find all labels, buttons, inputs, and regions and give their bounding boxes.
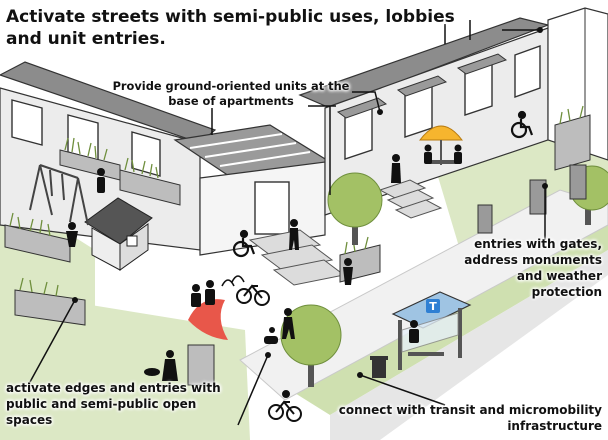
wheelchair-icon: [232, 229, 256, 258]
left-building-roof: [0, 61, 217, 144]
bicycle-icon: [236, 284, 270, 306]
trash-bin-icon: [370, 356, 388, 378]
canopy-slats: [189, 133, 311, 167]
transit-sign-icon: T: [426, 299, 440, 313]
umbrella-icon: [418, 125, 464, 165]
leader-lines: [29, 20, 546, 426]
swing-set: [29, 164, 89, 226]
address-monuments: [477, 164, 587, 234]
side-stairs: [378, 179, 443, 219]
fish-sculpture-icon: [187, 299, 228, 386]
right-building-windows: [344, 45, 541, 160]
right-tower: [547, 7, 608, 161]
bike-rack: [221, 275, 245, 287]
front-lawn: [10, 300, 250, 440]
page-title: Activate streets with semi-public uses, …: [6, 7, 455, 49]
callout-entries-gates: entries with gates, address monuments an…: [464, 237, 602, 299]
tree-right: [327, 172, 383, 245]
street-edge: [330, 250, 608, 440]
right-building-awnings: [336, 53, 508, 119]
people: [66, 144, 462, 381]
callout-ground-oriented-units: Provide ground-oriented units at the bas…: [112, 79, 350, 108]
left-building-windows: [11, 99, 161, 177]
callout-transit-micromobility: connect with transit and micromobility i…: [338, 403, 602, 433]
leader-dots: [72, 27, 548, 378]
lobby-door: [254, 181, 290, 235]
garden-shed: [84, 197, 153, 271]
front-stairs: [248, 229, 346, 286]
wheelchair-icon: [510, 110, 534, 139]
bicycle-icon: [268, 390, 302, 422]
planter-grasses: [9, 105, 584, 297]
transit-sign-label: T: [429, 300, 437, 313]
tree-front: [280, 304, 342, 387]
callout-activate-edges: activate edges and entries with public a…: [6, 381, 221, 427]
